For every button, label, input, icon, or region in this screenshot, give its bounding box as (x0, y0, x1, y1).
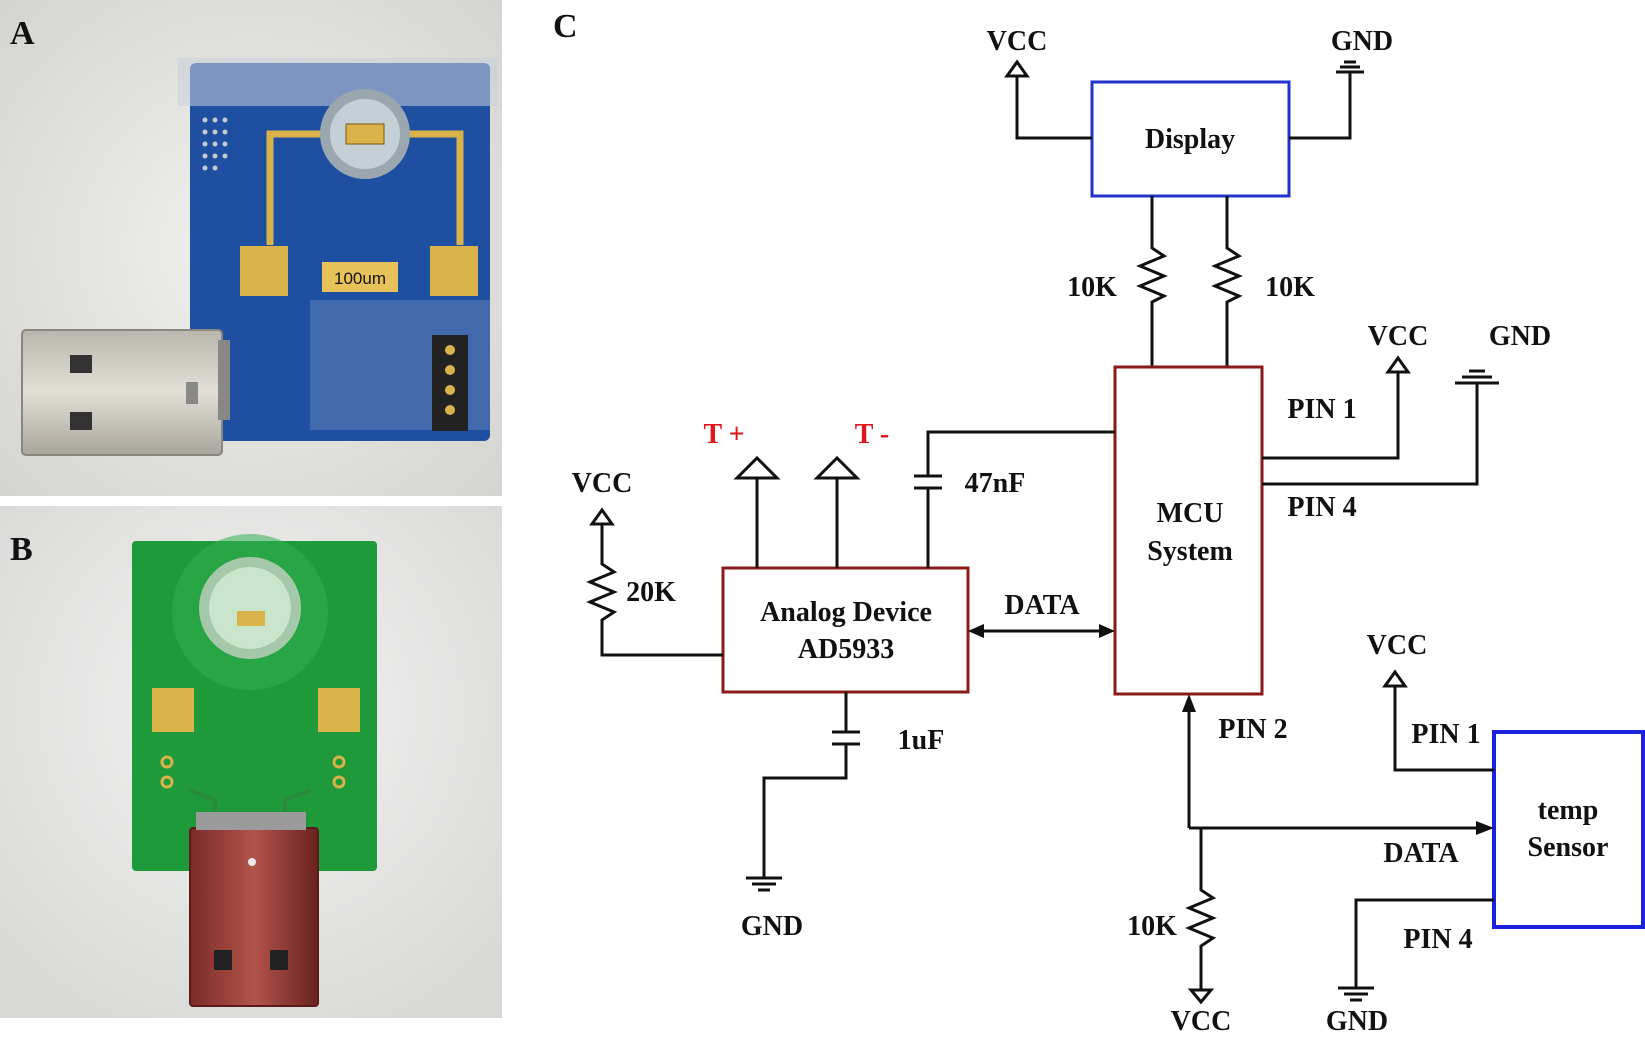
temp-sensor-label-line2: Sensor (1528, 832, 1609, 863)
temp-vcc-label: VCC (1367, 630, 1428, 661)
panel-label-c: C (553, 8, 578, 45)
t-plus-label: T + (703, 419, 744, 450)
mcu-label-line1: MCU (1157, 498, 1224, 529)
sample-well-b (199, 557, 301, 659)
pcb-blue (190, 63, 490, 441)
pin2-label: PIN 2 (1218, 714, 1287, 745)
mcu-gnd-label: GND (1489, 321, 1551, 352)
chip-label: 100um (334, 269, 386, 288)
mcu-pin4-label: PIN 4 (1287, 492, 1356, 523)
mcu-label-line2: System (1147, 536, 1233, 567)
pad-right (430, 246, 478, 296)
photo-a: 100um (0, 0, 502, 496)
temp-pin1-wire (1393, 684, 1494, 772)
pulldown-vcc-arrow-icon (1187, 988, 1215, 1005)
t-minus-arrow-icon (813, 455, 861, 480)
pad-left (240, 246, 288, 296)
display-gnd-wire (1289, 72, 1352, 140)
temp-sensor-label-line1: temp (1538, 795, 1599, 826)
analog-gnd-icon (746, 876, 782, 892)
mcu-box (1113, 365, 1264, 696)
resistor-10k-bottom-icon (1185, 828, 1217, 990)
sensor-chip (345, 123, 385, 145)
mcu-pin1-label: PIN 1 (1287, 394, 1356, 425)
resistor-10k-bottom-label: 10K (1127, 911, 1177, 942)
photo-b (0, 506, 502, 1018)
temp-gnd-icon (1338, 986, 1374, 1002)
resistor-right-icon (1211, 196, 1243, 367)
pad-left-b (152, 688, 194, 732)
chip-label-box (322, 262, 398, 292)
analog-device-label-line2: AD5933 (798, 634, 894, 665)
usb-plug-b (189, 812, 319, 1007)
temp-data-label: DATA (1383, 838, 1459, 869)
resistor-right-label: 10K (1265, 272, 1315, 303)
mcu-pin1-wire (1262, 370, 1400, 460)
display-gnd-icon (1336, 60, 1364, 74)
temp-data-arrow-icon (1476, 821, 1494, 835)
resistor-left-icon (1136, 196, 1168, 367)
mcu-vcc-label: VCC (1368, 321, 1429, 352)
temp-vcc-arrow-icon (1382, 669, 1408, 688)
t-minus-label: T - (855, 419, 890, 450)
sensor-chip-b (237, 611, 265, 626)
capacitor-47nf-icon (914, 430, 1115, 568)
analog-gnd-label: GND (741, 911, 803, 942)
temp-pin1-label: PIN 1 (1411, 719, 1480, 750)
pulldown-vcc-label: VCC (1171, 1006, 1232, 1034)
data-bus-label: DATA (1004, 590, 1080, 621)
display-vcc-label: VCC (987, 26, 1048, 57)
analog-vcc-arrow-icon (589, 507, 615, 526)
mcu-pin4-wire (1262, 383, 1479, 486)
temp-pin4-wire (1354, 898, 1494, 988)
schematic: Display VCC GND 10K 10K MCU System VCC G… (572, 26, 1645, 1037)
capacitor-1uf-icon (762, 692, 860, 878)
display-gnd-label: GND (1331, 26, 1393, 57)
temp-sensor-box (1492, 730, 1645, 929)
capacitor-1uf-label: 1uF (898, 725, 945, 756)
temp-gnd-label: GND (1326, 1006, 1388, 1034)
usb-plug-a (21, 329, 230, 456)
resistor-20k-icon (586, 522, 723, 657)
resistor-left-label: 10K (1067, 272, 1117, 303)
panel-label-b: B (10, 531, 33, 568)
t-plus-arrow-icon (733, 455, 781, 480)
data-bus-arrow-left-icon (968, 624, 984, 638)
pin-header-right (432, 335, 468, 431)
panel-label-a: A (10, 15, 35, 52)
mcu-gnd-icon (1455, 369, 1499, 385)
data-bus-arrow-right-icon (1099, 624, 1115, 638)
analog-device-box (721, 566, 970, 694)
capacitor-47nf-label: 47nF (965, 468, 1026, 499)
pin2-arrow-icon (1182, 694, 1196, 712)
display-vcc-arrow-icon (1004, 59, 1030, 78)
analog-vcc-label: VCC (572, 468, 633, 499)
pad-right-b (318, 688, 360, 732)
temp-pin4-label: PIN 4 (1403, 924, 1472, 955)
display-vcc-wire (1015, 73, 1092, 140)
analog-device-label-line1: Analog Device (760, 597, 932, 628)
vias-b (160, 755, 346, 789)
resistor-20k-label: 20K (626, 577, 676, 608)
display-label: Display (1145, 124, 1235, 155)
mcu-vcc-arrow-icon (1385, 355, 1411, 374)
header-pin-grid (202, 117, 228, 171)
